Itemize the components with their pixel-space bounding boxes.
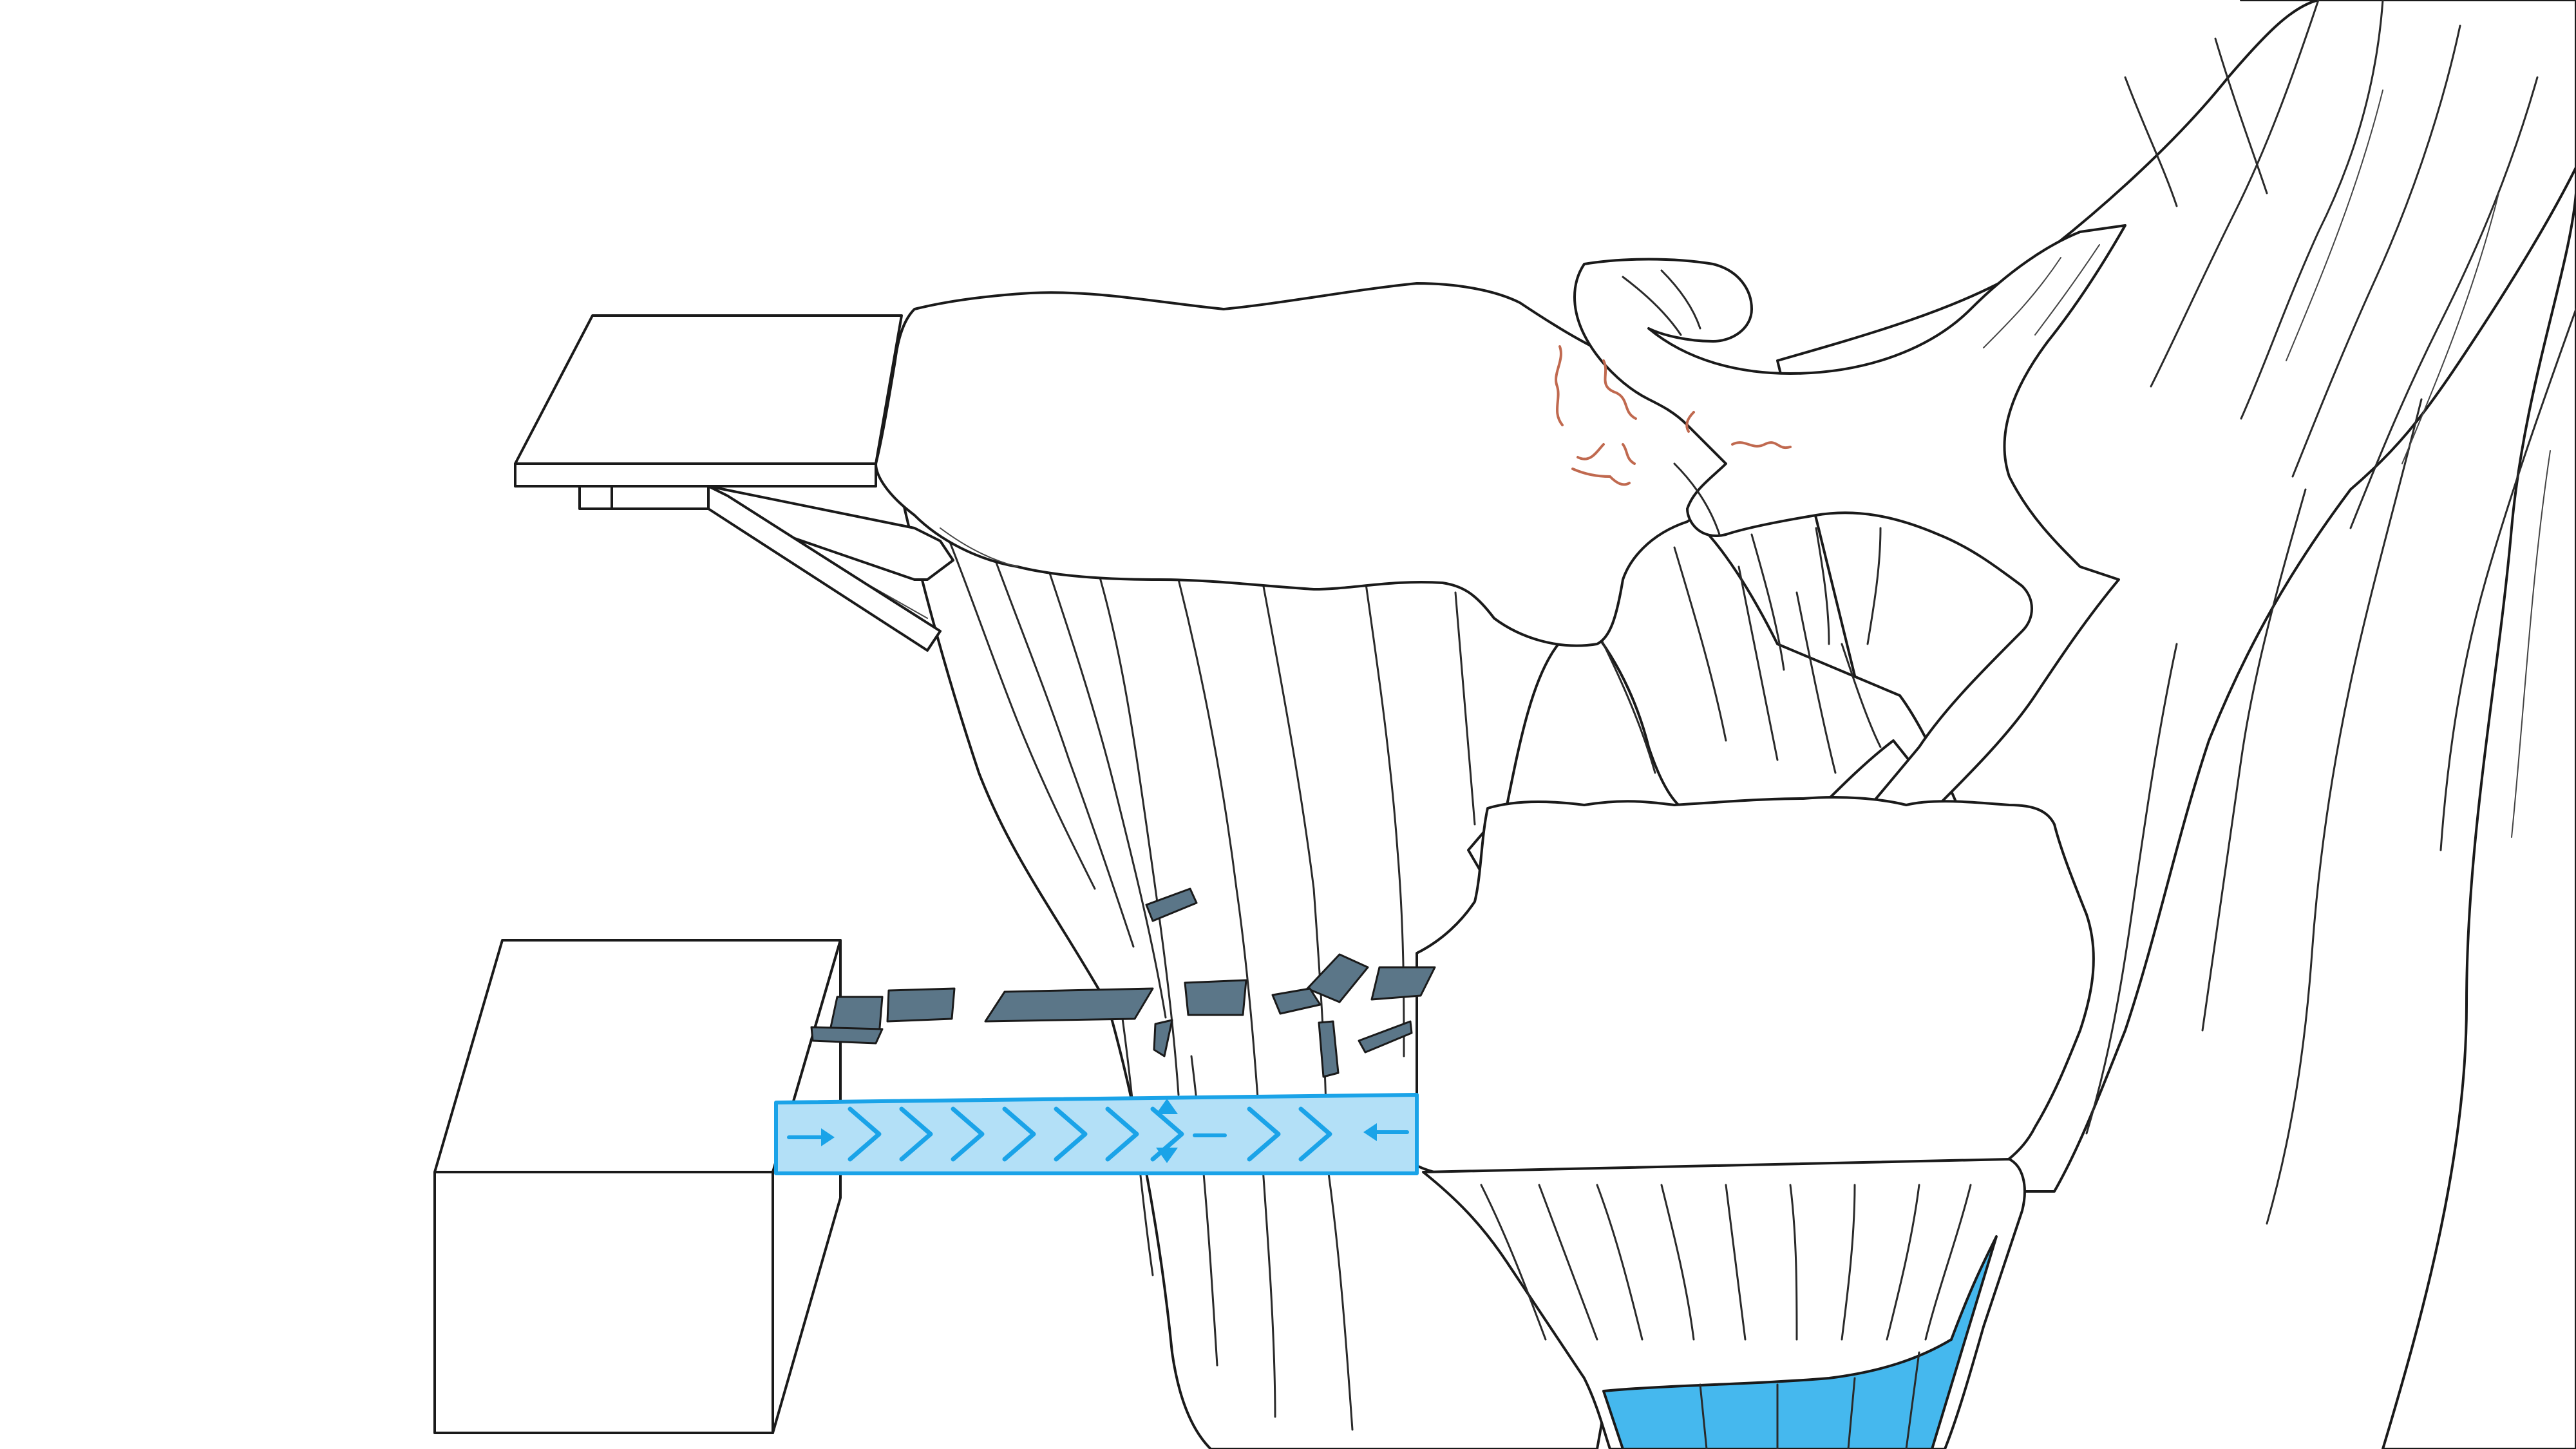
lower-mesa	[1417, 797, 2094, 1189]
machine-box	[435, 940, 840, 1433]
conveyor-beam	[776, 1095, 1417, 1173]
